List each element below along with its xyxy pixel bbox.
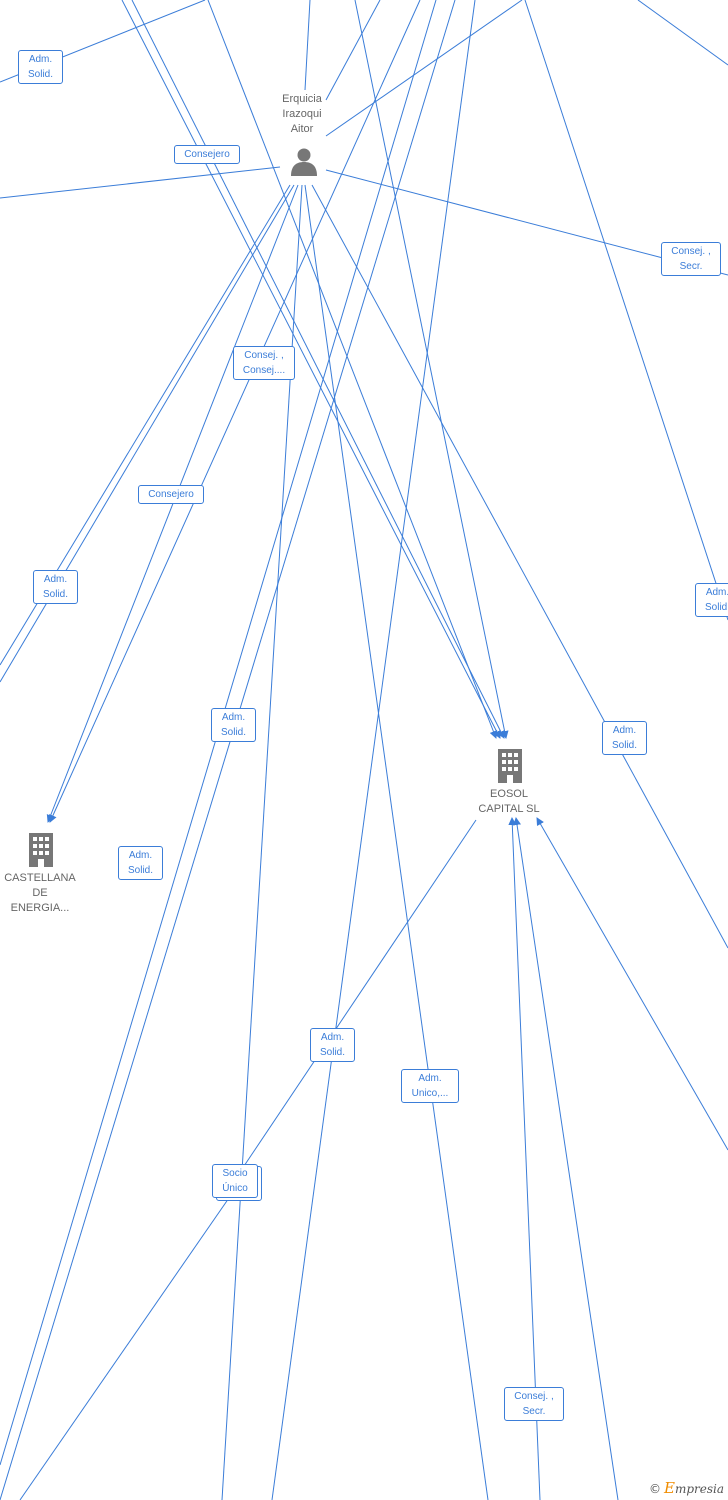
person-icon[interactable]	[289, 146, 319, 176]
edge	[0, 166, 281, 199]
edge	[325, 0, 523, 137]
edge-label[interactable]: Adm.Solid.	[118, 846, 163, 880]
building-icon[interactable]	[494, 747, 526, 783]
eosol-node-name[interactable]: EOSOL CAPITAL SL	[478, 788, 540, 815]
edge-label[interactable]: Consej. ,Consej....	[233, 346, 295, 380]
edge	[536, 817, 728, 1151]
edge-label[interactable]: Consejero	[174, 145, 240, 164]
edge	[271, 0, 476, 1500]
edge	[131, 0, 505, 739]
edge-label[interactable]: Consejero	[138, 485, 204, 504]
edge-label[interactable]: Adm.Unico,...	[401, 1069, 459, 1103]
edge	[637, 0, 728, 66]
edge	[49, 0, 421, 823]
edge-label[interactable]: Adm.Solid.	[18, 50, 63, 84]
person-node-name[interactable]: Erquicia Irazoqui Aitor	[282, 93, 322, 135]
edge	[304, 0, 311, 91]
edge-label[interactable]: Consej. ,Secr.	[661, 242, 721, 276]
edge-label[interactable]: Adm.Solid.	[33, 570, 78, 604]
edge	[19, 1181, 241, 1500]
brand-initial: E	[663, 1479, 675, 1497]
edge	[524, 0, 728, 621]
copyright-symbol: ©	[648, 1482, 661, 1496]
edge	[354, 0, 509, 739]
edge	[239, 819, 477, 1173]
edge-label[interactable]: Adm.Solid.	[695, 583, 728, 617]
edge	[0, 0, 456, 1500]
castellana-node-name[interactable]: CASTELLANA DE ENERGIA...	[4, 872, 76, 914]
edge	[221, 184, 303, 1500]
edge-label[interactable]: Adm.Solid.	[602, 721, 647, 755]
edge	[311, 184, 728, 949]
edge	[325, 0, 381, 101]
building-icon[interactable]	[25, 831, 57, 867]
edge-label[interactable]: Adm.Solid.	[211, 708, 256, 742]
edge	[508, 817, 541, 1500]
edge	[513, 817, 619, 1500]
edge	[121, 0, 501, 739]
edge	[207, 0, 498, 739]
edge-label[interactable]: Adm.Solid.	[310, 1028, 355, 1062]
edge-label[interactable]: Consej. ,Secr.	[504, 1387, 564, 1421]
brand-name: mpresia	[674, 1482, 724, 1496]
empresia-watermark: ©Empresia	[649, 1479, 724, 1497]
